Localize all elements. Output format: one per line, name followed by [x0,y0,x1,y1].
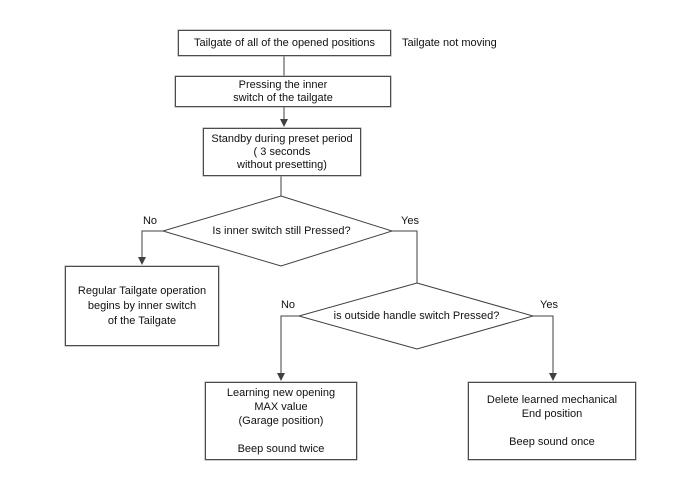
node-delete-learned-position: Delete learned mechanical End position B… [468,382,636,460]
node-learning-new-max: Learning new opening MAX value (Garage p… [205,382,357,460]
node-standby-preset-period: Standby during preset period ( 3 seconds… [203,128,361,176]
edge-decision2-no [280,315,299,374]
note-tailgate-not-moving: Tailgate not moving [402,37,497,49]
decision1-no-label: No [142,215,158,227]
node-pressing-inner-switch: Pressing the inner switch of the tailgat… [175,76,391,107]
decision2-yes-label: Yes [540,299,558,311]
edge-decision1-yes [392,230,418,283]
edge-decision1-no [141,230,163,258]
edge-decision2-yes [533,315,554,374]
decision2-question: is outside handle switch Pressed? [333,310,500,322]
decision2-no-label: No [280,299,296,311]
arrowhead-into-standby [280,119,288,127]
decision2-diamond [297,282,535,350]
node-regular-tailgate-operation: Regular Tailgate operation begins by inn… [65,266,219,346]
arrowhead-into-regular [138,257,146,265]
decision1-diamond [161,195,394,267]
decision1-yes-label: Yes [401,215,419,227]
node-start-opened-positions: Tailgate of all of the opened positions [178,30,391,56]
arrowhead-into-delete [549,373,557,381]
decision1-question: Is inner switch still Pressed? [212,225,351,237]
arrowhead-into-learning [277,373,285,381]
